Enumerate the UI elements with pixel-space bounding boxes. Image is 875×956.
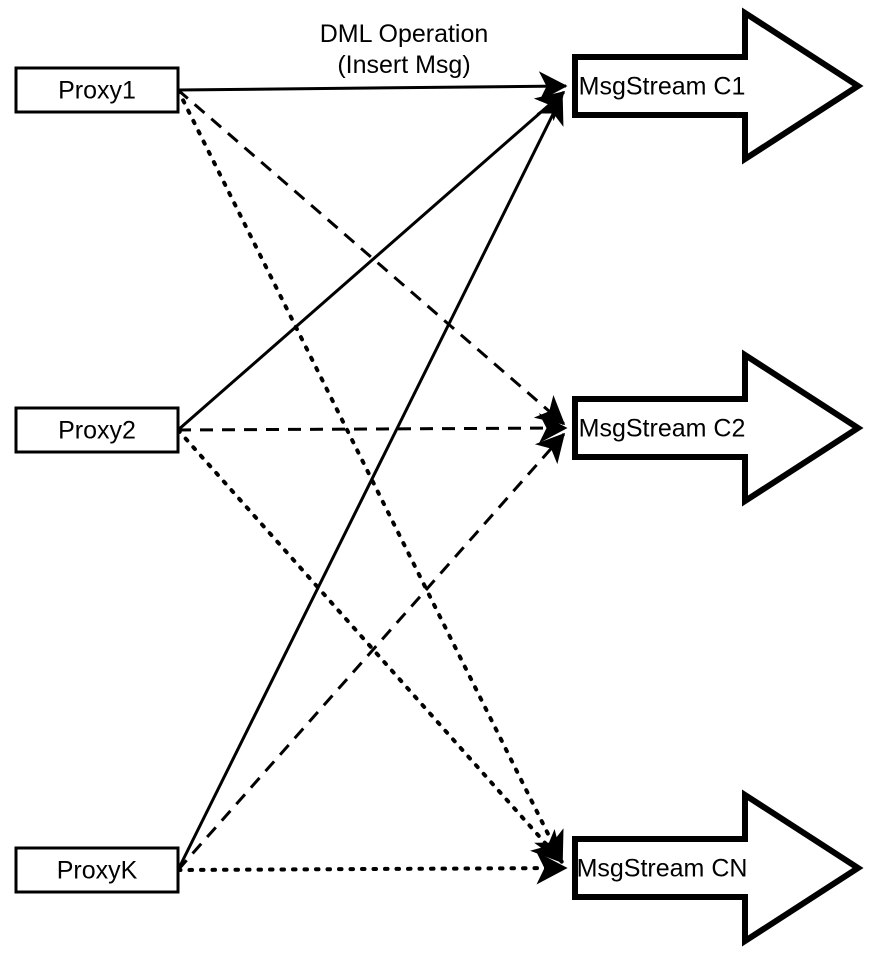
link-proxyk-to-stream-c2: [176, 432, 566, 871]
proxy-label-proxyk: ProxyK: [57, 857, 138, 885]
proxy-box-proxy2[interactable]: [14, 406, 180, 454]
proxy-node-proxyk[interactable]: ProxyK: [14, 846, 180, 894]
edge-caption-line-2: (Insert Msg): [337, 51, 470, 79]
proxy-node-proxy1[interactable]: Proxy1: [14, 66, 180, 114]
link-proxy1-to-stream-cn: [176, 88, 564, 864]
link-proxyk-to-stream-c1: [176, 94, 564, 871]
stream-node-c1[interactable]: MsgStream C1: [572, 7, 864, 165]
stream-node-cn[interactable]: MsgStream CN: [572, 789, 864, 947]
proxy-box-proxyk[interactable]: [14, 846, 180, 894]
link-group: [176, 71, 568, 885]
proxy-box-proxy1[interactable]: [14, 66, 180, 114]
stream-arrow-shape-c2[interactable]: [572, 349, 864, 507]
link-proxy1-to-stream-c2: [177, 88, 566, 426]
proxy-label-proxy2: Proxy2: [58, 417, 136, 445]
link-proxy2-to-stream-c2: [177, 413, 568, 444]
stream-label-c1: MsgStream C1: [579, 73, 746, 101]
link-proxy2-to-stream-c1: [177, 90, 566, 432]
stream-arrow-shape-c1[interactable]: [572, 7, 864, 165]
stream-arrow-shape-cn[interactable]: [572, 789, 864, 947]
link-proxyk-to-stream-cn: [176, 851, 568, 885]
stream-node-c2[interactable]: MsgStream C2: [572, 349, 864, 507]
link-proxy2-to-stream-cn: [176, 428, 564, 864]
stream-label-cn: MsgStream CN: [577, 855, 748, 883]
proxy-node-proxy2[interactable]: Proxy2: [14, 406, 180, 454]
edge-caption-line-1: DML Operation: [320, 20, 489, 48]
proxy-label-proxy1: Proxy1: [58, 77, 136, 105]
link-proxy1-to-stream-c1: [177, 71, 568, 102]
stream-label-c2: MsgStream C2: [579, 415, 746, 443]
edge-caption: DML Operation (Insert Msg): [320, 20, 489, 79]
